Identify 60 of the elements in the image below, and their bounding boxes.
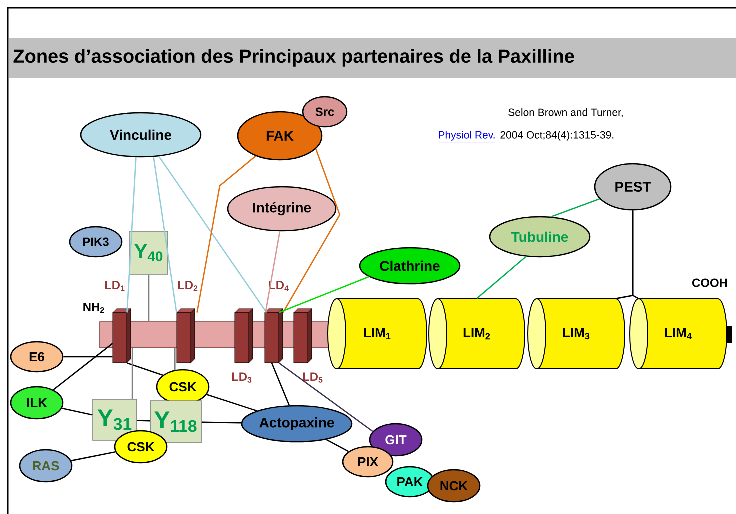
node-label: LD$_{3}$	[232, 372, 252, 383]
protein-oval: PAK	[385, 466, 435, 498]
domain-block: LD$_{2}$	[176, 281, 198, 364]
connector-line	[551, 198, 600, 218]
cylinder: LIM$_{1}$	[328, 298, 428, 370]
protein-oval: Intégrine	[227, 186, 337, 232]
protein-oval: Src	[302, 96, 348, 128]
connector-line	[279, 276, 370, 314]
terminus-label: NH$_{2}$	[84, 302, 104, 314]
protein-oval: PIK3	[69, 226, 123, 258]
citation-text: 2004 Oct;84(4):1315-39.	[500, 131, 614, 141]
protein-oval: NCK	[427, 469, 481, 503]
cylinder: LIM$_{2}$	[428, 298, 526, 370]
protein-oval: PEST	[594, 163, 672, 211]
protein-oval: ILK	[10, 386, 64, 420]
terminus-label: COOH	[692, 278, 728, 288]
node-label: LD$_{5}$	[303, 372, 323, 383]
connector-line	[206, 394, 258, 412]
connector-line	[282, 148, 341, 314]
protein-oval: E6	[10, 341, 64, 373]
connector-line	[126, 158, 137, 313]
residue-box: Y$_{31}$	[92, 399, 138, 441]
connector-line	[127, 362, 164, 376]
connector-line	[64, 356, 113, 358]
connector-line	[148, 274, 150, 322]
node-label: LD$_{1}$	[105, 281, 125, 292]
connector-line	[132, 348, 134, 400]
connector-line	[53, 343, 114, 390]
connector-line	[174, 348, 176, 370]
protein-oval: PIX	[342, 446, 394, 478]
connector-line	[137, 420, 150, 422]
protein-oval: Clathrine	[359, 247, 461, 285]
connector-line	[278, 362, 374, 432]
node-label: LD$_{2}$	[178, 281, 198, 292]
cylinder: LIM$_{3}$	[528, 298, 626, 370]
connector-line	[476, 256, 527, 300]
domain-block: LD$_{3}$	[232, 308, 254, 383]
connector-line	[158, 156, 268, 314]
residue-box: Y$_{118}$	[150, 400, 202, 444]
connector-line	[202, 422, 242, 424]
connector-line	[71, 451, 116, 462]
connector-line	[326, 439, 350, 452]
protein-oval: RAS	[19, 449, 73, 483]
residue-box: Y$_{40}$	[130, 231, 168, 275]
protein-oval: Vinculine	[80, 112, 202, 158]
connector-line	[62, 408, 93, 416]
cylinder: LIM$_{4}$	[630, 298, 732, 370]
connector-line	[196, 156, 256, 313]
connector-line	[271, 363, 290, 406]
connector-line	[632, 210, 640, 300]
protein-oval: Tubuline	[489, 216, 591, 258]
citation-text: Selon Brown and Turner,	[508, 108, 623, 118]
protein-oval: CSK	[114, 430, 168, 464]
domain-block: LD$_{1}$	[105, 281, 132, 364]
connector-line	[265, 232, 281, 313]
journal-link: Physiol Rev.	[438, 131, 496, 142]
domain-block: LD$_{5}$	[294, 308, 323, 383]
connector-line	[153, 157, 178, 313]
title-band: Zones d’association des Principaux partenaires de la Paxilline	[9, 38, 736, 78]
protein-oval: Actopaxine	[241, 405, 353, 443]
